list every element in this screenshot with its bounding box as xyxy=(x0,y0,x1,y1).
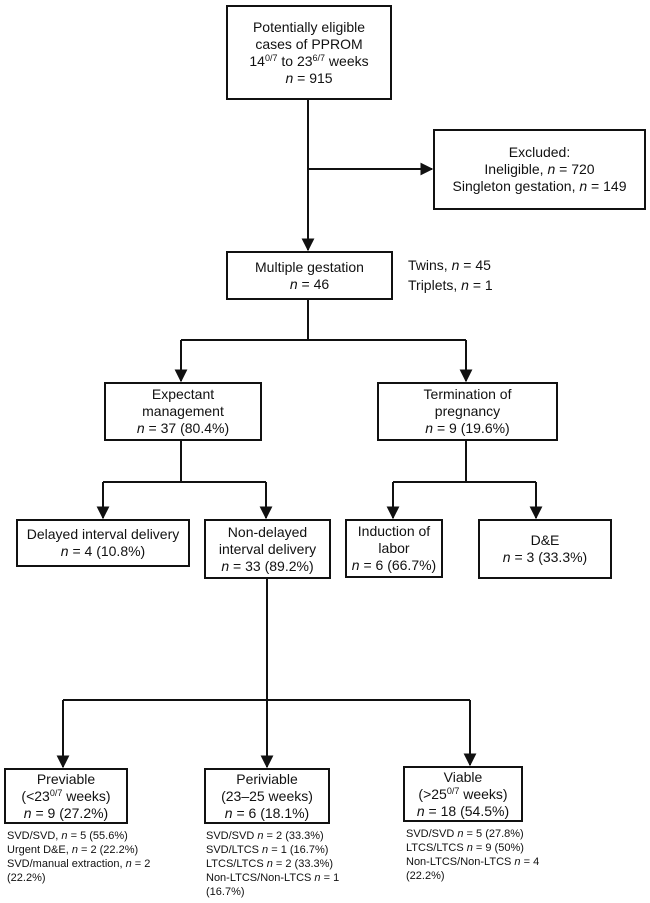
eligible-line1: Potentially eligible xyxy=(252,18,366,35)
excluded-singleton: Singleton gestation, n = 149 xyxy=(452,178,627,194)
delayed-count: n = 4 (10.8%) xyxy=(60,543,146,559)
induction-box: Induction of labor n = 6 (66.7%) xyxy=(345,519,443,578)
outcome-line: LTCS/LTCS n = 9 (50%) xyxy=(406,842,524,854)
induction-line2: labor xyxy=(378,540,410,556)
viable-title: Viable xyxy=(443,768,483,785)
multiple-title: Multiple gestation xyxy=(255,258,364,275)
outcome-line: Urgent D&E, n = 2 (22.2%) xyxy=(7,844,139,856)
periviable-outcomes: SVD/SVD n = 2 (33.3%) SVD/LTCS n = 1 (16… xyxy=(206,829,339,899)
de-box: D&E n = 3 (33.3%) xyxy=(478,519,612,579)
eligible-line2: cases of PPROM xyxy=(255,35,363,52)
viable-range: (>250/7 weeks) xyxy=(418,785,508,802)
non-delayed-interval-box: Non-delayed interval delivery n = 33 (89… xyxy=(204,519,331,579)
outcome-line: (22.2%) xyxy=(7,872,46,884)
outcome-line: SVD/LTCS n = 1 (16.7%) xyxy=(206,844,329,856)
multiple-gestation-box: Multiple gestation n = 46 xyxy=(226,251,393,300)
nondelayed-line2: interval delivery xyxy=(218,540,317,557)
viable-count: n = 18 (54.5%) xyxy=(416,802,510,819)
excluded-title: Excluded: xyxy=(508,144,571,160)
expectant-management-box: Expectant management n = 37 (80.4%) xyxy=(104,382,262,441)
expectant-line2: management xyxy=(142,403,224,419)
previable-outcomes: SVD/SVD, n = 5 (55.6%) Urgent D&E, n = 2… xyxy=(7,829,150,885)
expectant-count: n = 37 (80.4%) xyxy=(136,420,230,436)
excluded-box: Excluded: Ineligible, n = 720 Singleton … xyxy=(433,129,646,210)
nondelayed-line1: Non-delayed xyxy=(227,523,308,540)
outcome-line: Non-LTCS/Non-LTCS n = 4 xyxy=(406,856,540,868)
termination-box: Termination of pregnancy n = 9 (19.6%) xyxy=(377,382,558,441)
viable-box: Viable (>250/7 weeks) n = 18 (54.5%) xyxy=(403,766,523,822)
expectant-line1: Expectant xyxy=(151,386,215,402)
outcome-line: SVD/SVD, n = 5 (55.6%) xyxy=(7,830,128,842)
induction-count: n = 6 (66.7%) xyxy=(351,557,437,573)
termination-count: n = 9 (19.6%) xyxy=(425,420,510,436)
de-count: n = 3 (33.3%) xyxy=(502,549,588,565)
outcome-line: SVD/SVD n = 2 (33.3%) xyxy=(206,830,324,842)
periviable-title: Periviable xyxy=(236,770,298,787)
outcome-line: (22.2%) xyxy=(406,870,445,882)
de-title: D&E xyxy=(530,532,560,548)
outcome-line: SVD/manual extraction, n = 2 xyxy=(7,858,151,870)
previable-count: n = 9 (27.2%) xyxy=(23,804,109,821)
outcome-line: (16.7%) xyxy=(206,886,245,898)
previable-box: Previable (<230/7 weeks) n = 9 (27.2%) xyxy=(4,768,128,824)
previable-title: Previable xyxy=(36,770,96,787)
outcome-line: SVD/SVD n = 5 (27.8%) xyxy=(406,828,524,840)
twins-count: Twins, n = 45 xyxy=(408,257,491,273)
induction-line1: Induction of xyxy=(357,523,431,539)
periviable-box: Periviable (23–25 weeks) n = 6 (18.1%) xyxy=(204,768,330,824)
excluded-ineligible: Ineligible, n = 720 xyxy=(484,161,595,177)
multiple-count: n = 46 xyxy=(289,275,330,292)
outcome-line: Non-LTCS/Non-LTCS n = 1 xyxy=(206,872,340,884)
eligible-range: 140/7 to 236/7 weeks xyxy=(249,52,369,69)
periviable-count: n = 6 (18.1%) xyxy=(224,804,310,821)
termination-line2: pregnancy xyxy=(434,403,501,419)
viable-outcomes: SVD/SVD n = 5 (27.8%) LTCS/LTCS n = 9 (5… xyxy=(406,827,539,883)
outcome-line: LTCS/LTCS n = 2 (33.3%) xyxy=(206,858,334,870)
eligible-cases-box: Potentially eligible cases of PPROM 140/… xyxy=(226,5,392,100)
delayed-interval-box: Delayed interval delivery n = 4 (10.8%) xyxy=(16,519,190,567)
triplets-count: Triplets, n = 1 xyxy=(408,277,493,293)
delayed-line1: Delayed interval delivery xyxy=(26,526,180,542)
periviable-range: (23–25 weeks) xyxy=(221,787,313,804)
previable-range: (<230/7 weeks) xyxy=(21,787,111,804)
eligible-count: n = 915 xyxy=(285,69,333,86)
multiple-breakdown: Twins, n = 45 Triplets, n = 1 xyxy=(408,255,493,295)
termination-line1: Termination of xyxy=(423,386,512,402)
nondelayed-count: n = 33 (89.2%) xyxy=(221,557,314,574)
